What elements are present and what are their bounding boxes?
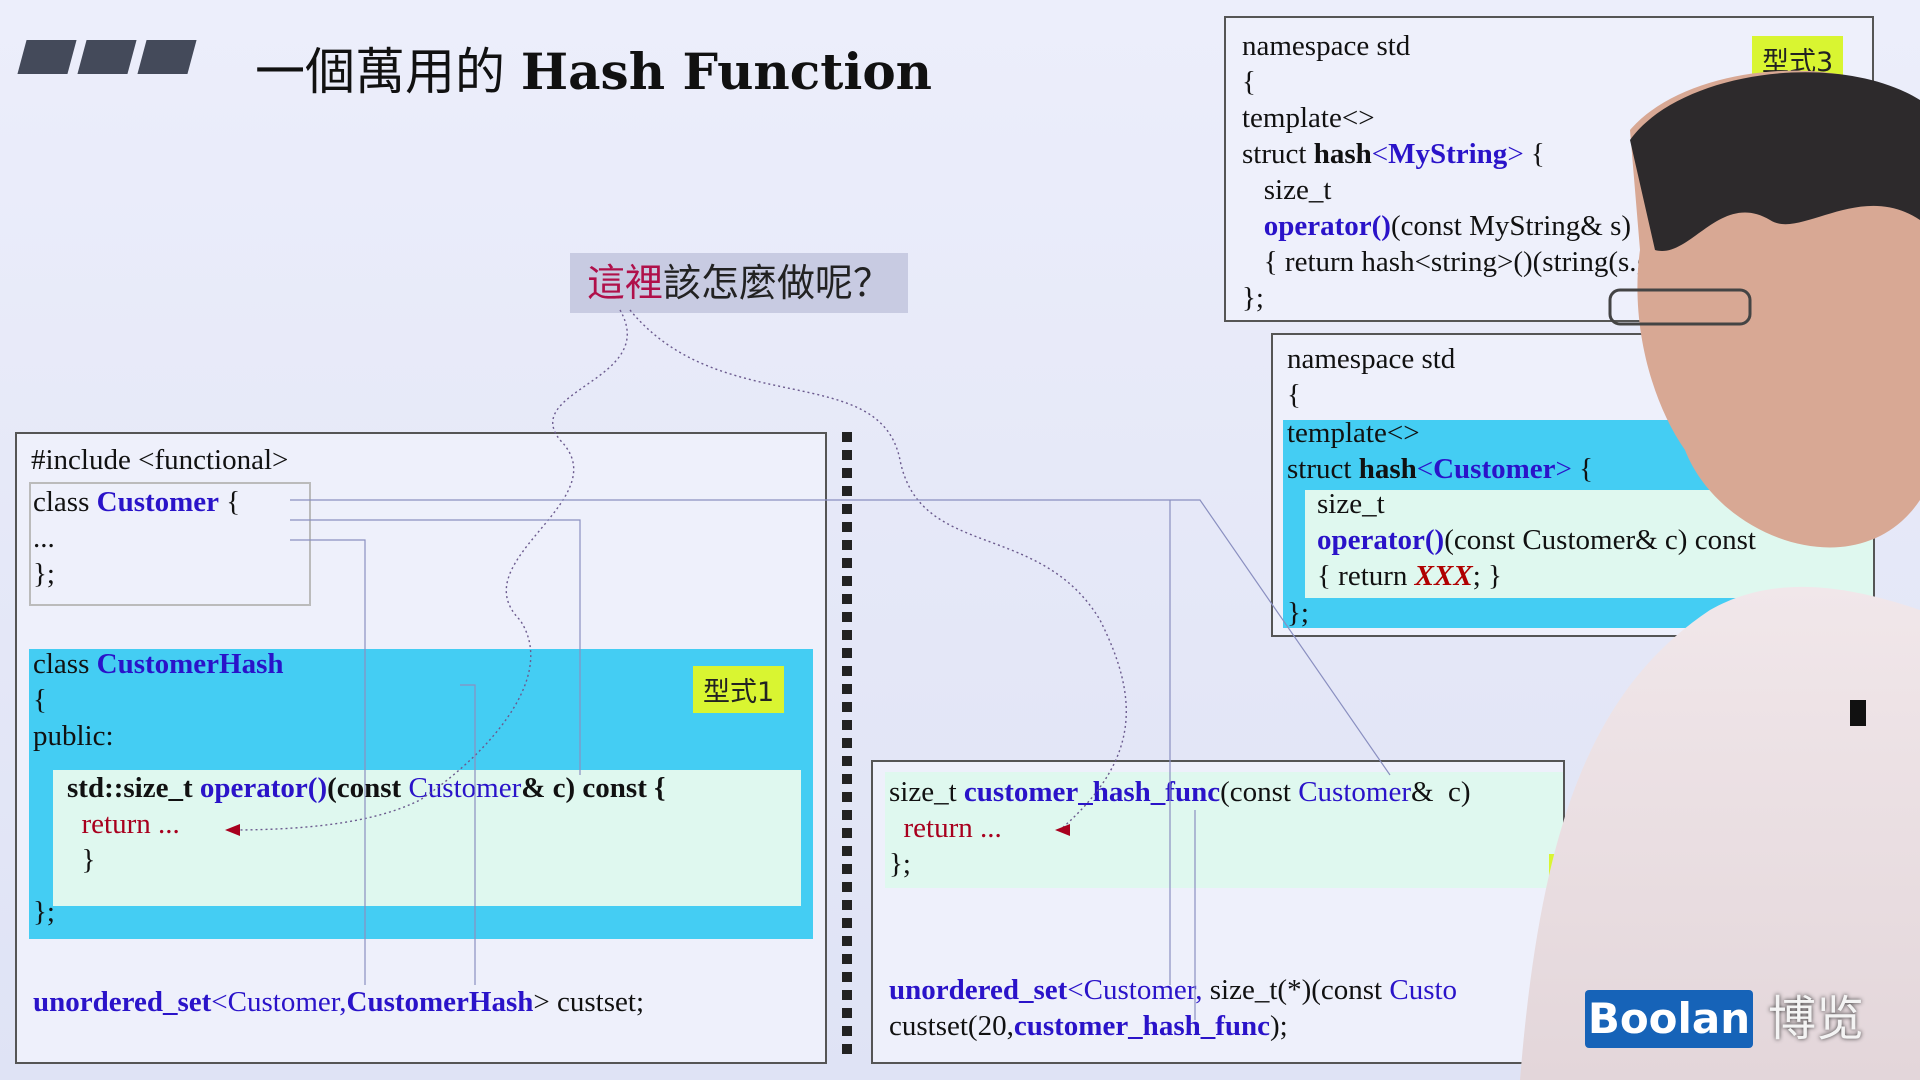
question-callout: 這裡該怎麼做呢？	[570, 253, 908, 313]
code-line: size_t customer_hash_func(const Customer…	[889, 776, 1471, 808]
code-line: return ...	[67, 808, 180, 840]
code-line: std::size_t operator()(const Customer& c…	[67, 772, 666, 804]
highlight-mint	[885, 772, 1563, 888]
code-line: }	[67, 844, 96, 876]
brand-logo-cjk: 博览	[1768, 991, 1865, 1047]
divider-dotted	[842, 432, 852, 1057]
style-tag-1: 型式1	[693, 666, 785, 713]
code-line: template<>	[1242, 102, 1375, 134]
code-line: public:	[33, 720, 114, 752]
code-line: operator()(const Customer& c) const	[1317, 524, 1756, 556]
code-box-style1: #include <functional> class Customer { .…	[15, 432, 827, 1064]
slide-title: 一個萬用的 Hash Function	[255, 42, 933, 101]
code-line: };	[889, 848, 911, 880]
code-line: namespace std	[1242, 30, 1411, 62]
code-line: ...	[33, 522, 55, 554]
code-line: };	[1287, 597, 1309, 629]
code-line: struct hash<MyString> {	[1242, 138, 1545, 170]
code-line: #include <functional>	[31, 444, 289, 476]
code-line: {	[33, 684, 47, 716]
code-line: { return XXX; }	[1317, 560, 1502, 592]
code-line: class CustomerHash	[33, 648, 284, 680]
code-line: template<>	[1287, 417, 1420, 449]
code-line: class Customer {	[33, 486, 241, 518]
brand-logo: Boolan	[1585, 990, 1753, 1048]
code-line: };	[1242, 282, 1264, 314]
code-line: size_t	[1317, 488, 1385, 520]
code-line: return ...	[889, 812, 1002, 844]
class-customer-block	[29, 482, 311, 606]
code-box-style2: size_t customer_hash_func(const Customer…	[871, 760, 1596, 1064]
code-line: };	[33, 558, 55, 590]
code-line: namespace std {	[1287, 343, 1456, 411]
highlight-mint	[53, 770, 801, 906]
code-line: size_t	[1242, 174, 1332, 206]
code-line: {	[1242, 66, 1256, 98]
code-line: unordered_set<Customer,CustomerHash> cus…	[33, 986, 644, 1018]
code-line: unordered_set<Customer, size_t(*)(const …	[889, 974, 1458, 1006]
code-line: custset(20,customer_hash_func);	[889, 1010, 1288, 1042]
code-line: };	[33, 896, 55, 928]
presenter-photo	[1480, 70, 1920, 1080]
code-line: struct hash<Customer> {	[1287, 453, 1594, 485]
